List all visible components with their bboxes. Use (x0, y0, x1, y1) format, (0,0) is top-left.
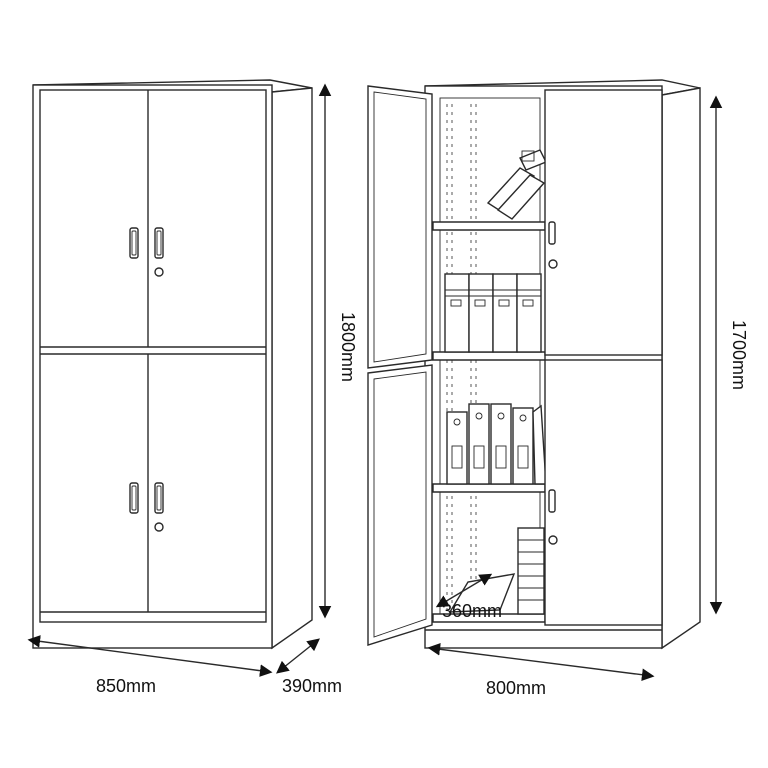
door-left-upper-open (367, 85, 433, 369)
door-left-lower-open (367, 364, 433, 646)
height-label: 1700mm (729, 320, 749, 390)
binders-row-2 (444, 273, 542, 353)
depth-dimension-line (276, 638, 320, 674)
open-cabinet (367, 79, 701, 650)
cabinet-side (661, 87, 701, 650)
door-right-upper (544, 89, 663, 356)
lock-icon (548, 535, 558, 545)
shelf (432, 351, 546, 361)
door-right-lower (544, 359, 663, 626)
lock-icon (548, 259, 558, 269)
door-frame (39, 89, 267, 623)
cabinet-side (271, 87, 313, 650)
closed-cabinet (32, 79, 313, 650)
handle (548, 489, 556, 513)
width-label: 800mm (486, 678, 546, 698)
handle-left-upper (129, 227, 139, 259)
width-dimension-line (427, 643, 655, 681)
shelf (432, 483, 546, 493)
cabinet-front (32, 84, 273, 649)
handle-right-upper (154, 227, 164, 259)
shelf-rail (446, 104, 477, 620)
shelf-depth-label: 360mm (442, 601, 502, 621)
lock-icon (154, 522, 164, 532)
handle-left-lower (129, 482, 139, 514)
shelf-depth-dimension-line (435, 573, 493, 608)
lock-icon (154, 267, 164, 277)
binders-top (486, 149, 547, 220)
width-dimension-line (27, 635, 273, 677)
box-files-row-3 (446, 403, 547, 485)
handle-right-lower (154, 482, 164, 514)
height-label: 1800mm (338, 312, 358, 382)
depth-label: 390mm (282, 676, 342, 696)
handle (548, 221, 556, 245)
shelf (432, 221, 546, 231)
width-label: 850mm (96, 676, 156, 696)
